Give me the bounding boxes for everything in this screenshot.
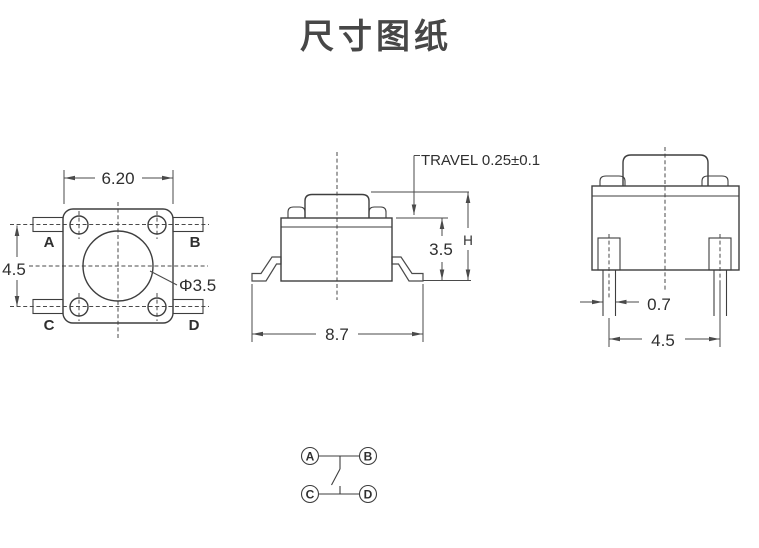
top-height-dimension: 4.5 (2, 260, 26, 279)
button-bump-right (368, 206, 387, 218)
plunger-diameter-dimension: Φ3.5 (179, 276, 216, 295)
pin-label-b: B (190, 234, 201, 251)
terminal-label-b: B (364, 450, 373, 464)
plunger-circle (82, 230, 154, 302)
circuit-schematic: A B C D (300, 446, 378, 504)
button-bump-left (287, 206, 306, 218)
leader-line (149, 270, 178, 286)
corner-hole (147, 297, 167, 317)
corner-hole (69, 297, 89, 317)
corner-hole (147, 215, 167, 235)
button-front (304, 193, 370, 218)
side-view: 0.7 4.5 (580, 147, 740, 350)
button-bump-right (701, 175, 729, 186)
corner-hole (69, 215, 89, 235)
travel-dimension: TRAVEL 0.25±0.1 (421, 152, 540, 169)
button-bump-left (599, 175, 626, 186)
body-height-dimension: 3.5 (429, 240, 453, 259)
page-title: 尺寸图纸 (300, 18, 452, 56)
gullwing-lead-left (251, 256, 282, 282)
pin-label-c: C (44, 317, 55, 334)
top-view: 6.20 4.5 Φ3.5 A B C D (2, 169, 216, 338)
switch-contact-blade (331, 468, 341, 486)
terminal-circle-c (300, 484, 320, 504)
terminal-label-a: A (306, 450, 315, 464)
pin-pitch-dimension: 4.5 (651, 331, 675, 350)
total-height-dimension: H (463, 233, 473, 248)
switch-body-front (280, 217, 393, 282)
pin-label-d: D (189, 317, 200, 334)
top-width-dimension: 6.20 (101, 169, 134, 188)
gullwing-lead-right (391, 256, 424, 282)
switch-body-side (591, 185, 740, 271)
terminal-label-c: C (306, 488, 315, 502)
button-side (622, 154, 709, 186)
front-view: TRAVEL 0.25±0.1 3.5 H 8.7 (251, 152, 540, 344)
pin-width-dimension: 0.7 (647, 295, 671, 314)
terminal-label-d: D (364, 488, 373, 502)
switch-body-outline (62, 208, 174, 324)
terminal-circle-d (358, 484, 378, 504)
terminal-circle-b (358, 446, 378, 466)
terminal-circle-a (300, 446, 320, 466)
pin-label-a: A (44, 234, 55, 251)
front-width-dimension: 8.7 (325, 325, 349, 344)
